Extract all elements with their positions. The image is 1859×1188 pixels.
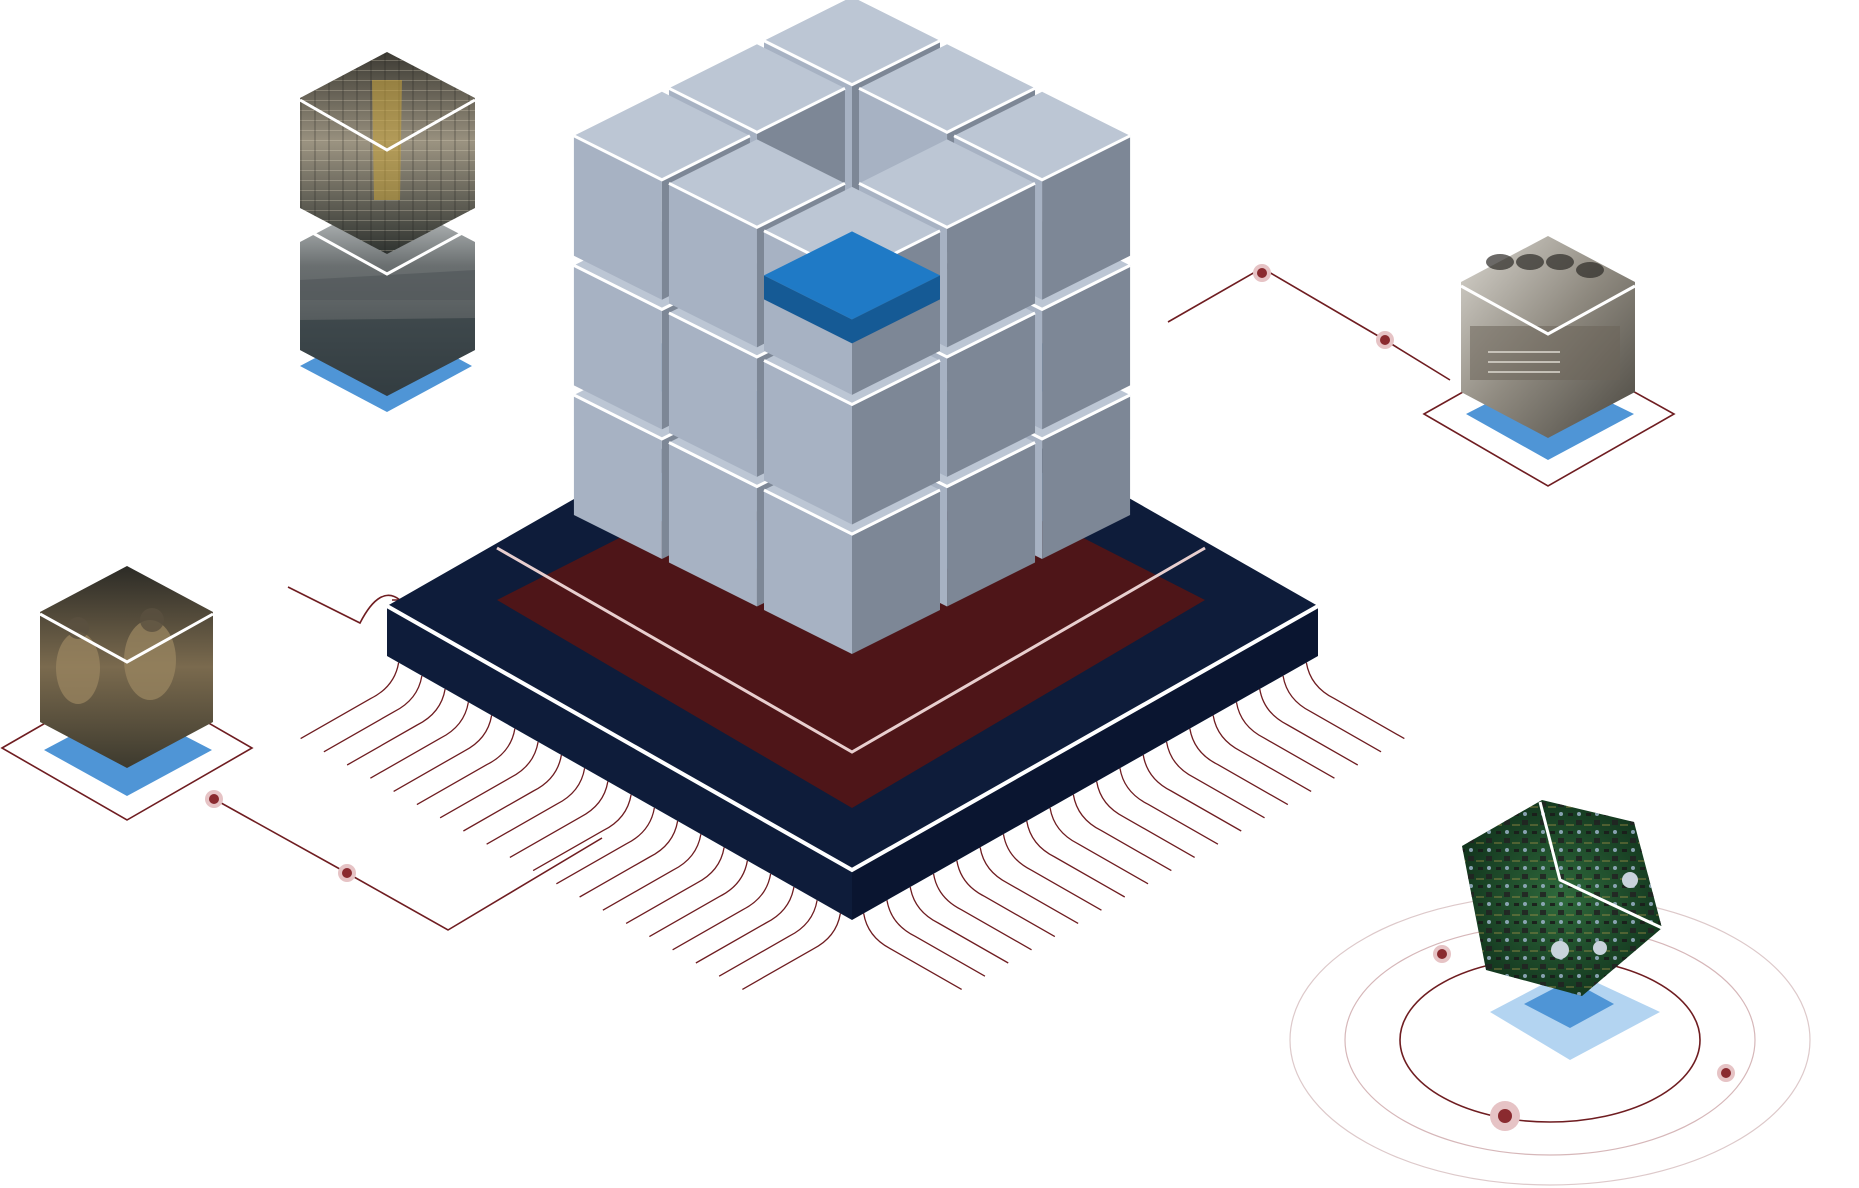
chip-pin xyxy=(486,768,586,845)
chip-pin xyxy=(979,847,1079,924)
chip-pin xyxy=(718,900,818,977)
tile-soldiers xyxy=(0,566,254,821)
chip-pin xyxy=(695,886,795,964)
chip-pin xyxy=(393,715,493,792)
chip-pin xyxy=(346,688,446,766)
chip-pin xyxy=(439,741,539,819)
ripple-node-left xyxy=(1433,945,1451,963)
ripple-node-bottom xyxy=(1490,1101,1520,1131)
chip-pin xyxy=(1142,754,1242,832)
chip-pin xyxy=(323,675,423,753)
chip-pin xyxy=(1305,662,1405,740)
tile-vehicle xyxy=(1422,236,1676,487)
chip-pin xyxy=(1189,728,1289,806)
connector-to-truck xyxy=(1167,267,1451,381)
ripple-node-right xyxy=(1717,1064,1735,1082)
chip-pin xyxy=(1002,834,1102,911)
chip-pin xyxy=(886,900,986,977)
chip-pin xyxy=(1235,702,1335,779)
chip-pin xyxy=(1049,807,1149,885)
core-blue-side xyxy=(764,275,852,344)
core-blue-block xyxy=(764,231,940,320)
chip-pin xyxy=(742,913,842,990)
central-cube-cluster xyxy=(573,0,1131,655)
chip-pin xyxy=(509,781,609,858)
chip-pin xyxy=(956,860,1056,938)
chip-pin xyxy=(909,886,1009,964)
chip-side-left xyxy=(387,606,852,920)
chip-pin xyxy=(1119,768,1219,845)
chip-pin xyxy=(1259,688,1359,766)
connector-nodes xyxy=(205,264,1394,882)
chip-pin xyxy=(1165,741,1265,819)
chip-pin xyxy=(416,728,516,806)
chip-pin xyxy=(1212,715,1312,792)
chip-pin xyxy=(463,754,563,832)
chip-pin xyxy=(1282,675,1382,753)
chip-pin xyxy=(602,834,702,911)
chip-pin xyxy=(370,702,470,779)
core-blue-side xyxy=(852,275,940,344)
chip-pin xyxy=(863,913,962,990)
chip-pin xyxy=(1096,781,1195,858)
chip-pin xyxy=(625,847,725,924)
chip-pin xyxy=(556,807,656,885)
chip-pin xyxy=(649,860,749,938)
tile-warehouse-ship xyxy=(299,52,476,412)
chip-pin xyxy=(932,873,1032,951)
chip-pin xyxy=(532,794,632,872)
connector-soldiers-to-chip xyxy=(287,586,403,625)
chip-pin xyxy=(579,820,679,898)
chip-pin xyxy=(1072,794,1172,872)
chip-pin xyxy=(300,662,400,740)
chip-side-right xyxy=(852,606,1318,920)
chip-pins xyxy=(300,662,1405,990)
chip-pin xyxy=(672,873,772,951)
connector-to-soldiers xyxy=(213,798,603,931)
tile-circuit xyxy=(1462,800,1663,1060)
chip-pin xyxy=(1026,820,1126,898)
